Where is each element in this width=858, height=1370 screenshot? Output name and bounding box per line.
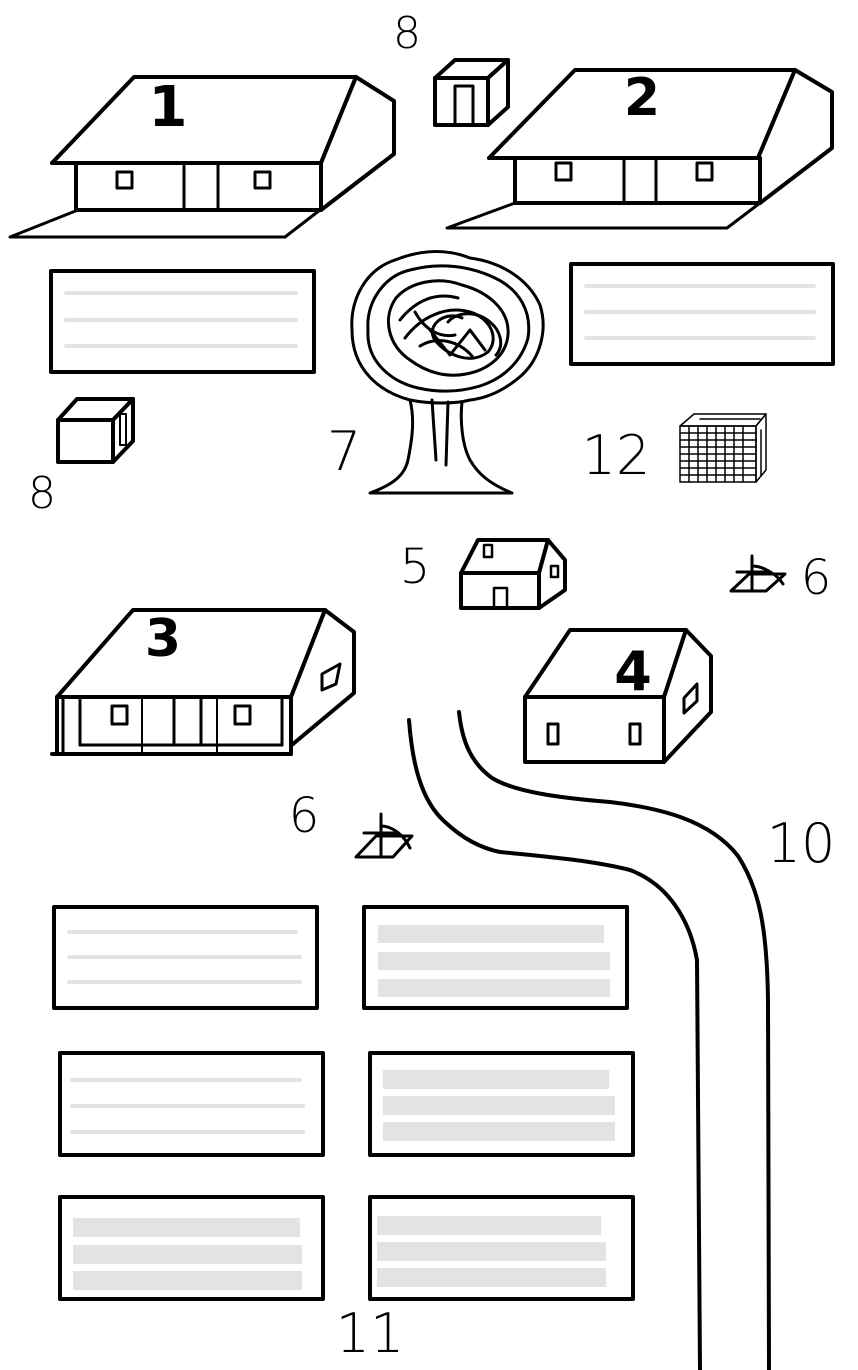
shed-top-label: 8: [393, 8, 421, 59]
tree-label: 7: [327, 420, 361, 483]
house-3-label: 3: [145, 609, 181, 669]
blank-box-7: [58, 1195, 325, 1301]
house-1-label: 1: [149, 75, 188, 140]
flower-left-label: 6: [289, 788, 320, 844]
woodpile-icon: [679, 413, 767, 483]
blank-box-3: [52, 905, 319, 1010]
blank-box-4: [362, 905, 629, 1010]
blanks-group-label: 11: [336, 1302, 405, 1365]
house-1-icon: [8, 75, 396, 239]
tree-icon: [350, 249, 545, 495]
flower-right-label: 6: [801, 550, 832, 606]
blank-box-2: [569, 262, 835, 366]
blank-box-8: [368, 1195, 635, 1301]
house-4-icon: [523, 628, 713, 764]
house-2-label: 2: [624, 68, 660, 128]
blank-box-1: [49, 269, 316, 374]
road-icon: [407, 710, 771, 1370]
woodpile-label: 12: [582, 424, 651, 487]
blank-box-5: [58, 1051, 325, 1157]
shed-left-icon: [56, 397, 135, 464]
flower-left-icon: [354, 812, 414, 859]
house-2-icon: [445, 68, 834, 230]
shed-top-icon: [433, 58, 510, 127]
house-3-icon: [50, 608, 356, 756]
flower-right-icon: [729, 554, 787, 593]
house-5-icon: [459, 538, 567, 610]
blank-box-6: [368, 1051, 635, 1157]
shed-left-label: 8: [28, 468, 56, 519]
house-5-label: 5: [400, 539, 431, 595]
house-4-label: 4: [614, 640, 652, 703]
road-label: 10: [767, 812, 836, 875]
